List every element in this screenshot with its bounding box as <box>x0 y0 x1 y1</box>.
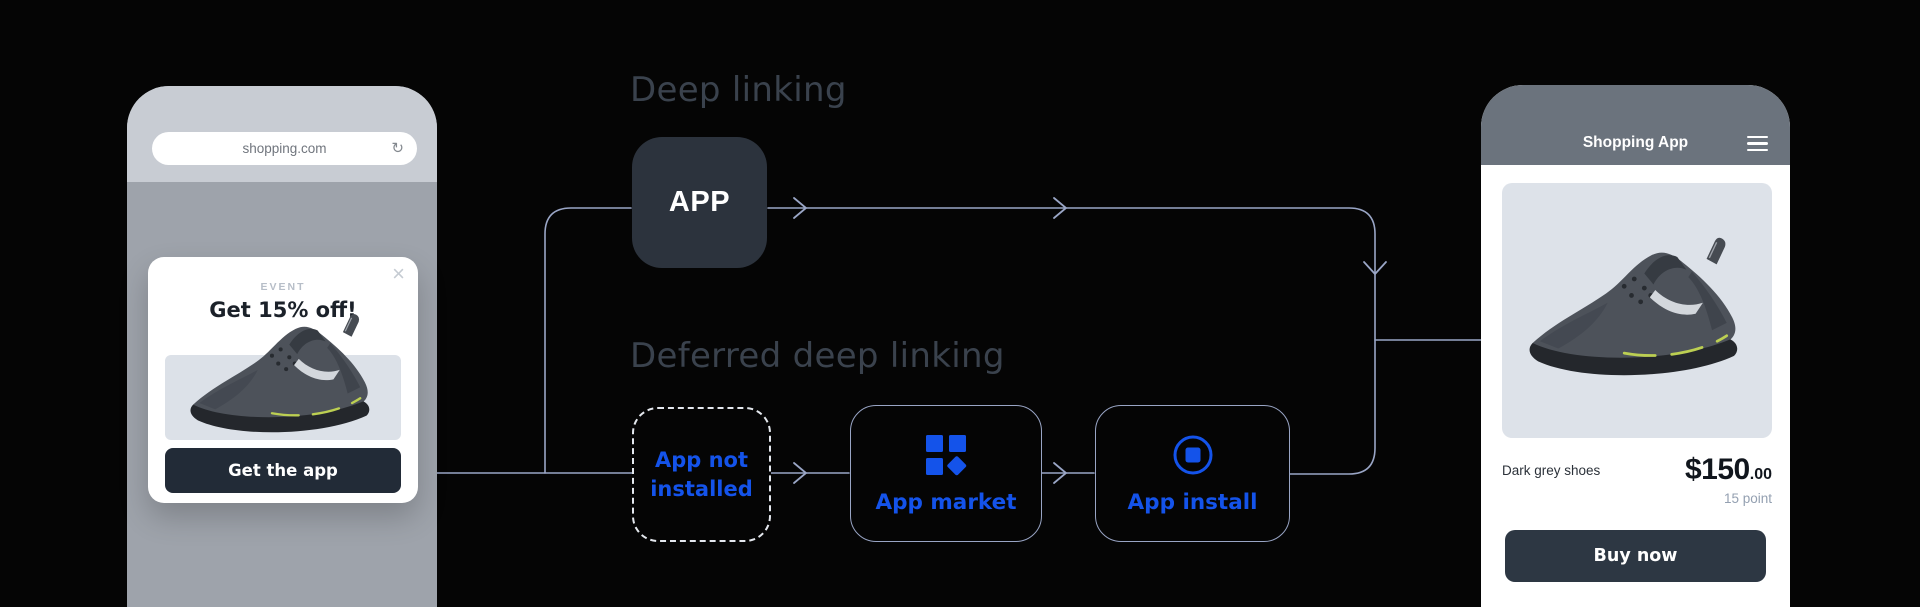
shopping-app-phone-mockup: Shopping App Dark grey shoes $150.00 15 … <box>1481 85 1790 607</box>
url-bar[interactable]: shopping.com ↻ <box>152 132 417 165</box>
arrow-down-icon <box>1363 261 1387 276</box>
get-the-app-button[interactable]: Get the app <box>165 448 401 493</box>
arrow-right-icon <box>1053 197 1068 219</box>
price-dollars: $150 <box>1685 453 1750 486</box>
buy-now-button[interactable]: Buy now <box>1505 530 1766 582</box>
product-name: Dark grey shoes <box>1502 463 1601 478</box>
hamburger-menu-icon[interactable] <box>1747 135 1768 151</box>
app-not-installed-label: App not installed <box>650 448 753 501</box>
install-record-icon <box>1173 435 1212 474</box>
browser-chrome: shopping.com ↻ <box>127 86 437 182</box>
line-app-to-merge <box>767 207 1376 475</box>
sneaker-image <box>181 310 386 444</box>
deep-linking-title: Deep linking <box>630 70 847 110</box>
deferred-deep-linking-title: Deferred deep linking <box>630 336 1005 376</box>
arrow-right-icon <box>793 462 808 484</box>
promo-popup: × EVENT Get 15% off! Get the app <box>148 257 418 503</box>
app-title: Shopping App <box>1582 134 1689 151</box>
sneaker-image <box>1518 233 1756 389</box>
app-install-node: App install <box>1095 405 1290 542</box>
close-icon[interactable]: × <box>392 261 405 286</box>
arrow-right-icon <box>1053 462 1068 484</box>
app-grid-icon <box>926 434 967 475</box>
promo-product-image <box>165 355 401 440</box>
line-riser-to-app <box>544 207 632 474</box>
arrow-right-icon <box>793 197 808 219</box>
product-image-card <box>1502 183 1772 438</box>
points-label: 15 point <box>1723 491 1772 506</box>
app-market-label: App market <box>875 489 1017 515</box>
product-info-row: Dark grey shoes $150.00 15 point <box>1502 453 1772 506</box>
price-cents: .00 <box>1749 466 1772 483</box>
app-not-installed-node: App not installed <box>632 407 771 542</box>
promo-eyebrow: EVENT <box>260 281 306 293</box>
app-market-node: App market <box>850 405 1042 542</box>
url-text: shopping.com <box>242 141 327 156</box>
app-header: Shopping App <box>1481 85 1790 165</box>
browser-phone-mockup: shopping.com ↻ × EVENT Get 15% off! Get … <box>127 86 437 607</box>
reload-icon[interactable]: ↻ <box>391 139 404 157</box>
price-block: $150.00 15 point <box>1685 453 1772 506</box>
promo-headline: Get 15% off! <box>209 298 357 322</box>
app-node: APP <box>632 137 767 268</box>
app-install-label: App install <box>1127 489 1258 515</box>
